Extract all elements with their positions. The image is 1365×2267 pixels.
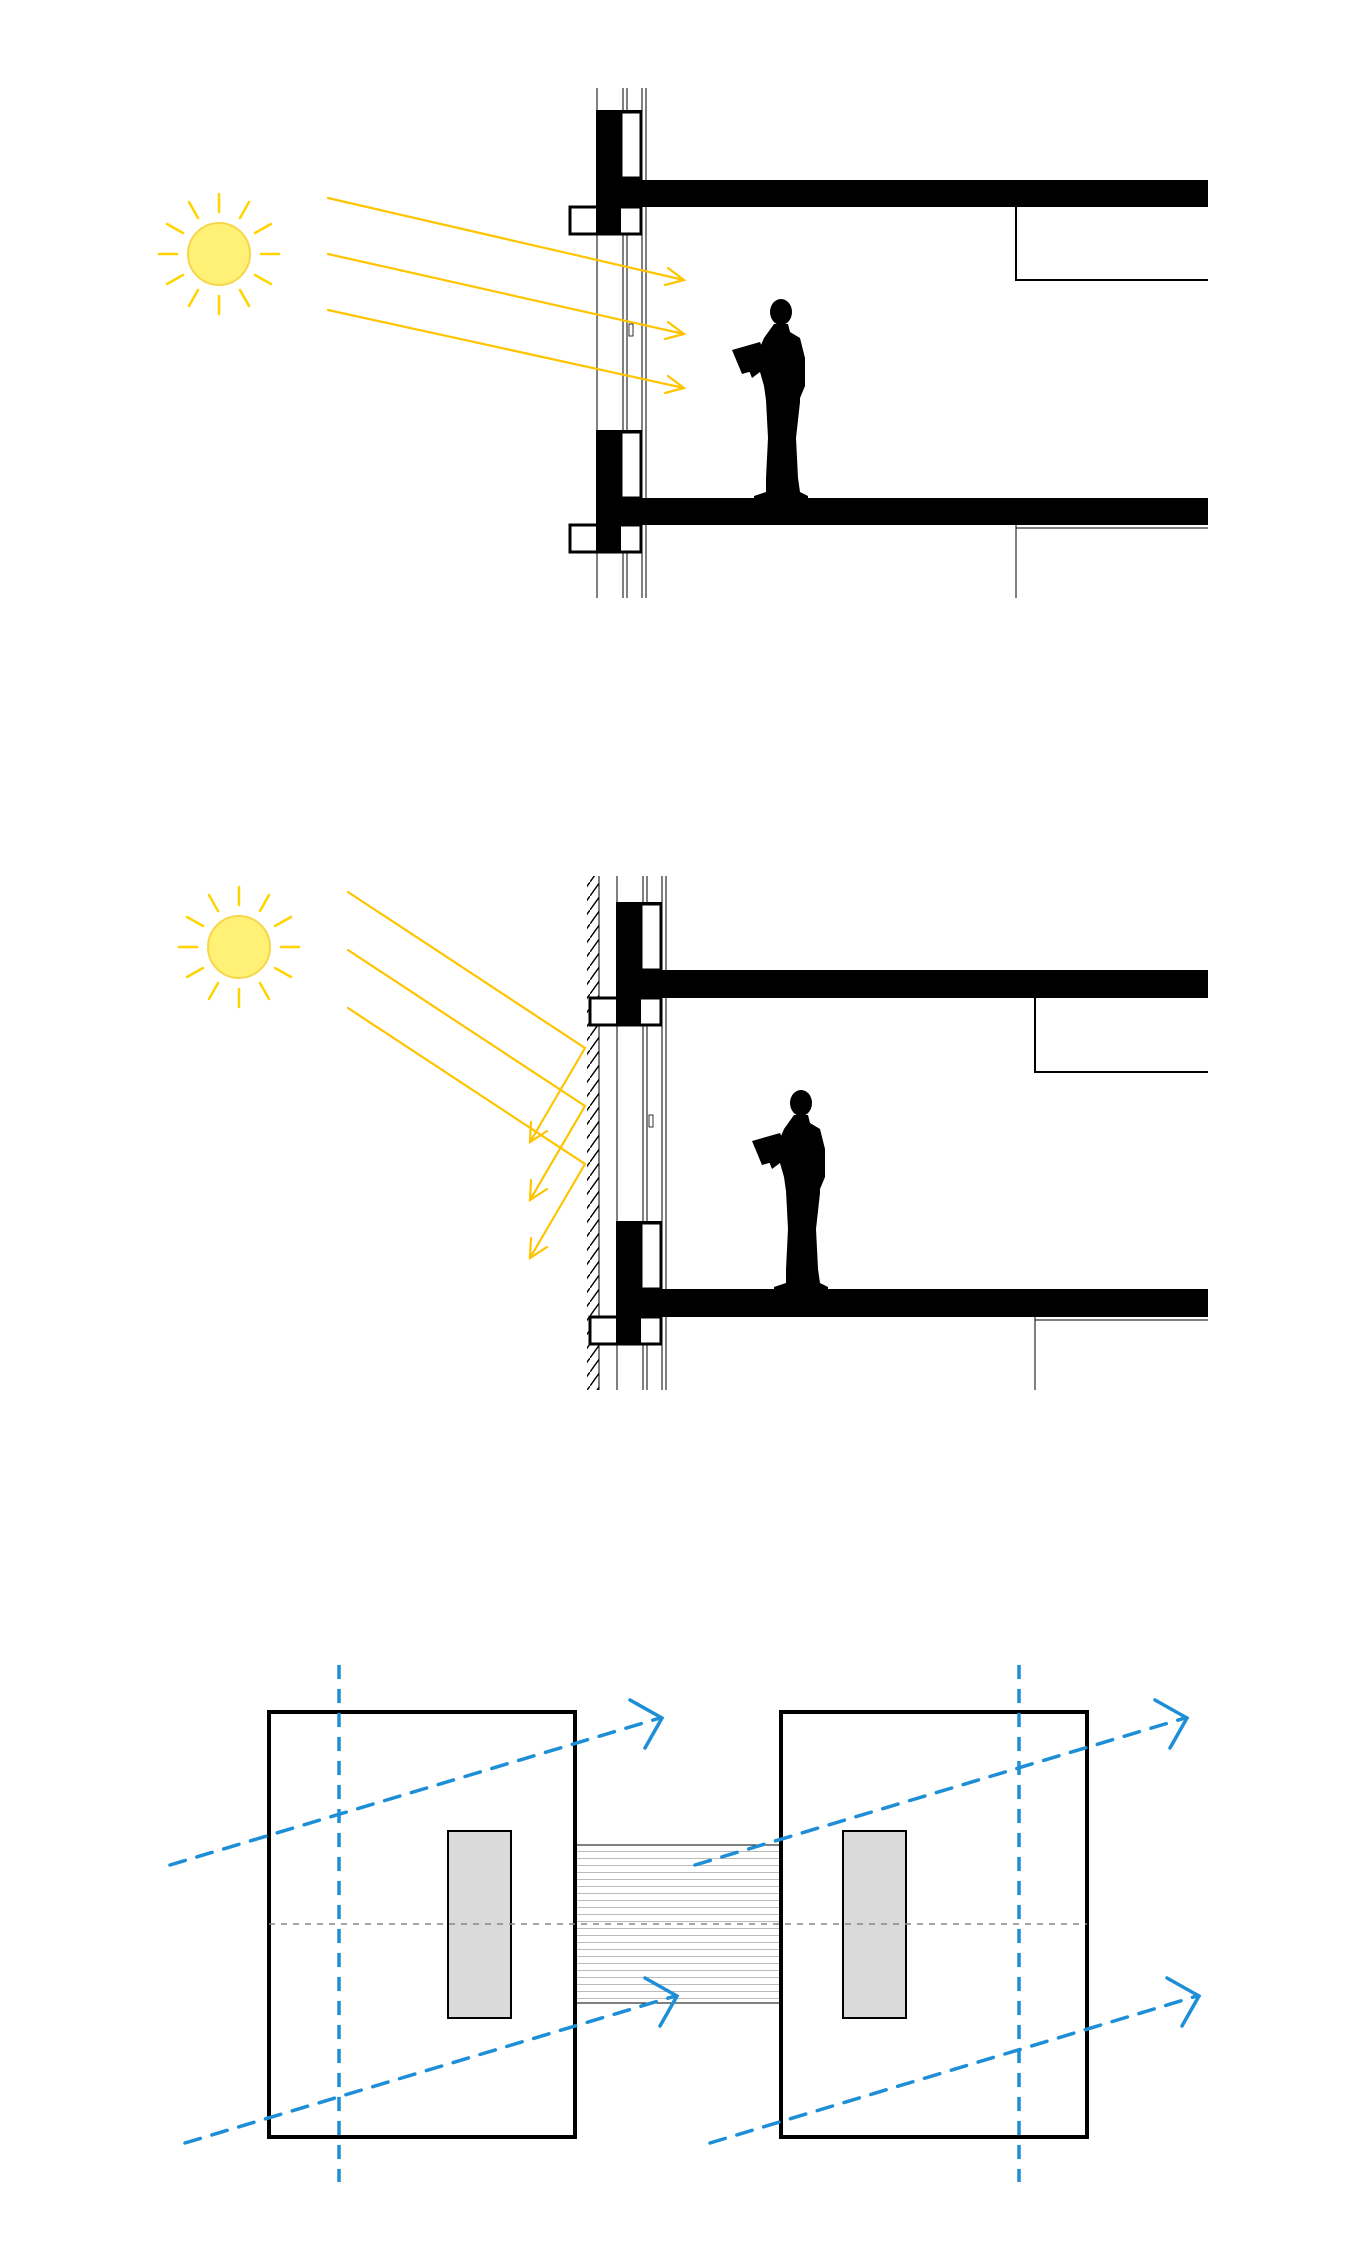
sun-icon [177,885,301,1009]
lower-floor-slab [588,1221,1208,1390]
person-reading-icon [752,1090,828,1291]
upper-floor-slab [588,902,1208,1073]
section-shaded-facade [177,876,1208,1390]
section-direct-sun [157,88,1208,598]
left-building [267,1710,577,2139]
lower-floor-slab [568,430,1208,598]
wind-arrow-icon [168,1698,1202,2145]
person-reading-icon [732,299,808,500]
upper-floor-slab [568,110,1208,281]
sun-icon [157,192,281,316]
plan-cross-ventilation [168,1665,1202,2182]
shading-screen [587,876,599,1390]
sun-rays-reflected [346,890,587,1261]
sun-rays-direct [326,196,687,395]
